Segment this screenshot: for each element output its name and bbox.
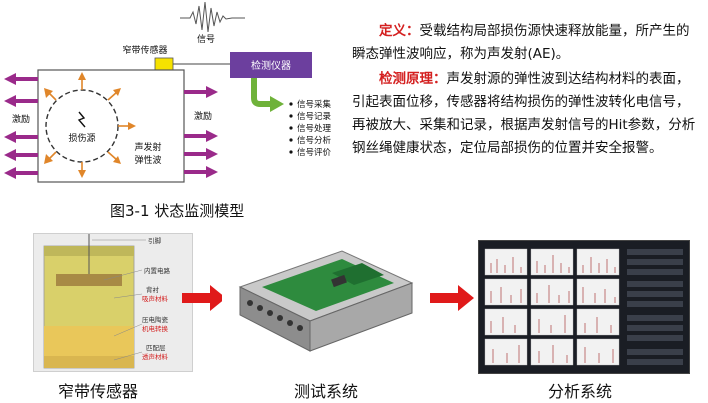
principle-term: 检测原理： (379, 71, 447, 87)
sensor-structure-image: 引脚 内置电路 背衬 吸声材料 压电陶瓷 机电转换 匹配层 透声材料 (33, 233, 193, 372)
sensor-box (154, 57, 174, 71)
signal-waveform (180, 1, 245, 33)
analysis-panels (484, 248, 620, 366)
sensor-label-transducer: 机电转换 (142, 324, 169, 333)
structure-box (37, 69, 185, 183)
excitation-arrows-left (4, 73, 38, 179)
signal-steps-list: 信号采集 信号记录 信号处理 信号分析 信号评价 (289, 99, 332, 158)
damage-source-label: 损伤源 (68, 132, 95, 144)
analysis-controls (627, 249, 683, 365)
sensor-caption: 窄带传感器 (58, 382, 139, 401)
analysis-bars (490, 255, 616, 363)
wave-label-line2: 弹性波 (134, 154, 161, 166)
monitoring-model-diagram: 信号 窄带传感器 检测仪器 信号采集 信号记录 信号处理 信号分析 信号评价 激… (4, 1, 332, 183)
sensor-label: 窄带传感器 (122, 44, 167, 56)
signal-step: 信号处理 (297, 123, 332, 134)
definition-body: 受载结构局部损伤源快速释放能量，所产生的瞬态弹性波响应，称为声发射(AE)。 (352, 23, 690, 62)
flow-arrow-2 (430, 285, 474, 311)
analysis-system-screen-image (478, 240, 690, 374)
signal-step: 信号采集 (297, 99, 332, 110)
connector-ports (247, 300, 303, 331)
output-arrowhead (270, 96, 284, 112)
analysis-system-caption: 分析系统 (548, 382, 613, 401)
signal-step: 信号分析 (297, 135, 332, 146)
principle-paragraph: 检测原理：声发射源的弹性波到达结构材料的表面，引起表面位移，传感器将结构损伤的弹… (352, 68, 702, 160)
signal-label: 信号 (197, 33, 215, 45)
definition-term: 定义： (379, 23, 420, 39)
definition-paragraph: 定义：受载结构局部损伤源快速释放能量，所产生的瞬态弹性波响应，称为声发射(AE)… (352, 20, 702, 66)
signal-step: 信号评价 (297, 147, 332, 158)
excitation-left-label: 激励 (12, 113, 30, 125)
crack-icon (77, 111, 86, 128)
test-system-caption: 测试系统 (294, 382, 359, 401)
excitation-arrows-right (184, 86, 218, 178)
instrument-label: 检测仪器 (251, 59, 291, 72)
wave-label-line1: 声发射 (134, 141, 161, 153)
principle-body: 声发射源的弹性波到达结构材料的表面，引起表面位移，传感器将结构损伤的弹性波转化电… (352, 71, 696, 156)
flow-arrow-1 (182, 285, 226, 311)
sensor-label-acoustic: 透声材料 (142, 352, 169, 361)
figure-caption: 图3-1 状态监测模型 (110, 202, 245, 220)
sensor-label-pin: 引脚 (148, 236, 162, 245)
signal-step: 信号记录 (297, 111, 332, 122)
elastic-wave-arrows (44, 72, 136, 178)
sensor-label-backing: 背衬 (146, 285, 160, 294)
test-system-device-image (222, 243, 418, 355)
sensor-label-matching: 匹配层 (146, 344, 166, 352)
sensor-label-absorbing: 吸声材料 (142, 294, 169, 303)
excitation-right-label: 激励 (194, 110, 212, 122)
sensor-label-circuit: 内置电路 (144, 266, 171, 275)
instrument-box (230, 52, 312, 78)
output-arrow (251, 78, 272, 107)
sensor-label-piezo: 压电陶瓷 (142, 315, 169, 324)
description-panel: 定义：受载结构局部损伤源快速释放能量，所产生的瞬态弹性波响应，称为声发射(AE)… (352, 20, 702, 162)
